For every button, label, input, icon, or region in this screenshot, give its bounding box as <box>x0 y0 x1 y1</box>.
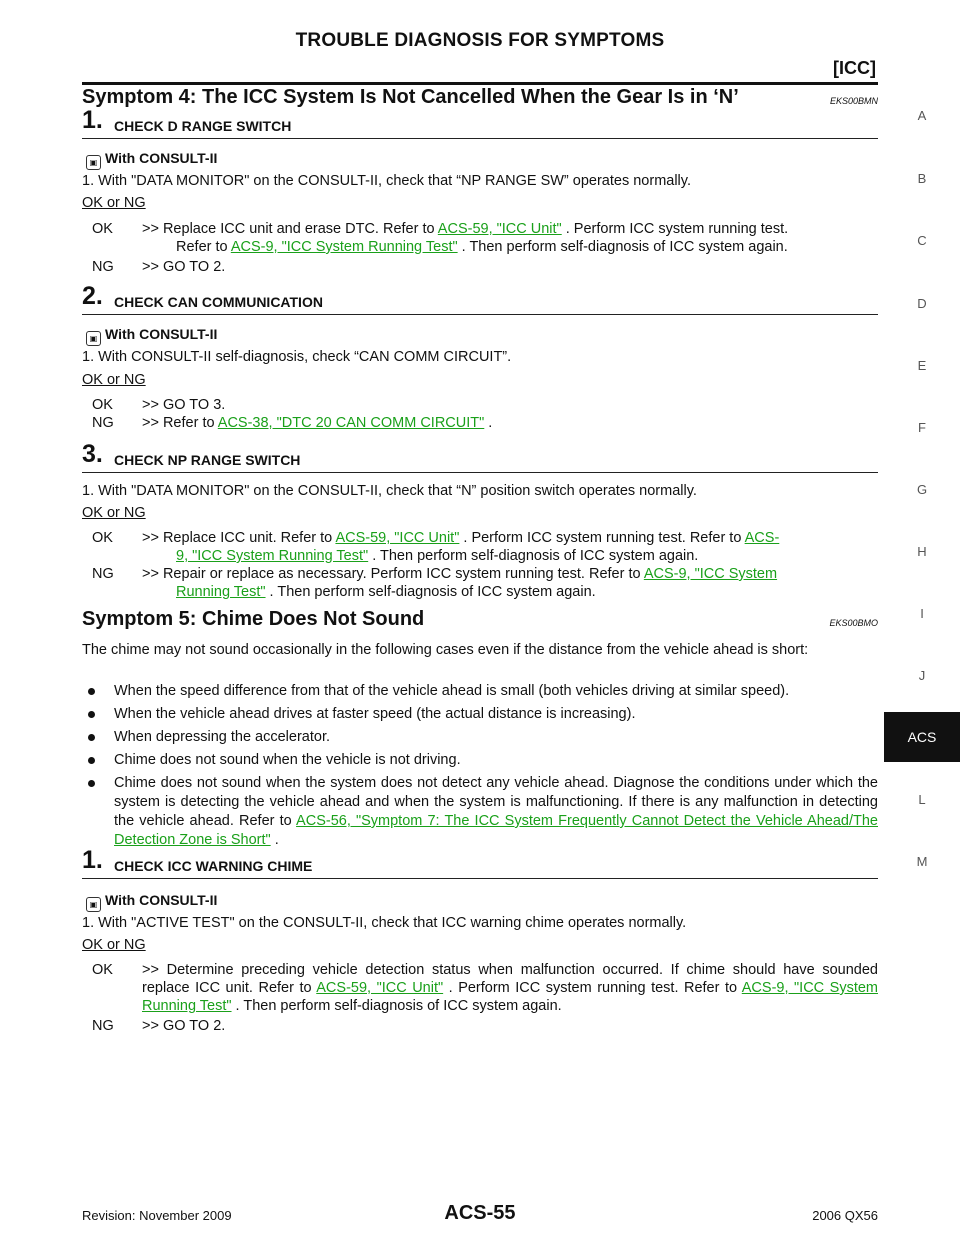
bullet-icon <box>88 688 95 695</box>
link-acs-59[interactable]: ACS-59, "ICC Unit" <box>437 221 562 237</box>
bullet-icon <box>88 734 95 741</box>
consult-icon: ▣ <box>86 897 101 912</box>
consult-label: With CONSULT-II <box>105 150 218 166</box>
consult-note: ▣ With CONSULT-II <box>86 892 217 912</box>
side-index-e[interactable]: E <box>917 358 927 373</box>
result-ok: OK>> Determine preceding vehicle detecti… <box>92 962 878 1014</box>
instruction: 1. With "DATA MONITOR" on the CONSULT-II… <box>82 483 697 499</box>
step-number: 1. <box>82 846 103 874</box>
step-label: CHECK CAN COMMUNICATION <box>114 294 323 310</box>
step-label: CHECK NP RANGE SWITCH <box>114 452 301 468</box>
link-acs-56[interactable]: ACS-56, "Symptom 7: The ICC System Frequ… <box>114 813 878 848</box>
link-acs-9[interactable]: ACS- <box>744 530 780 546</box>
bullet-icon <box>88 757 95 764</box>
link-acs-59[interactable]: ACS-59, "ICC Unit" <box>316 980 444 996</box>
symptom5-ref: EKS00BMO <box>829 618 878 628</box>
side-index-l[interactable]: L <box>918 792 926 807</box>
instruction: 1. With "DATA MONITOR" on the CONSULT-II… <box>82 173 691 189</box>
side-index-c[interactable]: C <box>917 233 927 248</box>
symptom5-title: Symptom 5: Chime Does Not Sound <box>82 608 425 630</box>
result-ok: OK>> Replace ICC unit. Refer to ACS-59, … <box>92 530 780 564</box>
step-number: 1. <box>82 106 103 134</box>
side-index-j[interactable]: J <box>918 668 926 683</box>
section-label: [ICC] <box>833 58 876 78</box>
link-acs-9[interactable]: ACS-9, "ICC System Running Test" <box>142 980 878 1014</box>
link-acs-9[interactable]: ACS-9, "ICC System Running Test" <box>230 239 458 255</box>
ok-or-ng-label: OK or NG <box>82 505 146 521</box>
instruction: 1. With CONSULT-II self-diagnosis, check… <box>82 349 512 365</box>
bullet-item: When the speed difference from that of t… <box>88 682 878 701</box>
step-2-heading: 2. CHECK CAN COMMUNICATION <box>82 282 878 315</box>
step-1-heading: 1. CHECK ICC WARNING CHIME <box>82 846 878 879</box>
link-acs-9-cont[interactable]: Running Test" <box>176 584 266 600</box>
consult-icon: ▣ <box>86 155 101 170</box>
result-ok: OK>> GO TO 3. <box>92 397 226 413</box>
step-1-heading: 1. CHECK D RANGE SWITCH <box>82 106 878 139</box>
side-index-m[interactable]: M <box>916 854 928 869</box>
result-ng: NG>> Repair or replace as necessary. Per… <box>92 566 778 600</box>
side-index-a[interactable]: A <box>917 108 927 123</box>
bullet-icon <box>88 711 95 718</box>
side-index-f[interactable]: F <box>918 420 926 435</box>
side-index-acs-active[interactable]: ACS <box>884 712 960 762</box>
step-label: CHECK ICC WARNING CHIME <box>114 858 313 874</box>
header-rule <box>82 82 878 85</box>
step-number: 2. <box>82 282 103 310</box>
side-index-b[interactable]: B <box>917 171 927 186</box>
side-index-i[interactable]: I <box>920 606 924 621</box>
symptom5-intro: The chime may not sound occasionally in … <box>82 642 809 658</box>
side-index-g[interactable]: G <box>916 482 928 497</box>
link-acs-9[interactable]: ACS-9, "ICC System <box>643 566 778 582</box>
result-ng: NG>> Refer to ACS-38, "DTC 20 CAN COMM C… <box>92 415 493 431</box>
footer-revision: Revision: November 2009 <box>82 1208 232 1223</box>
consult-label: With CONSULT-II <box>105 326 218 342</box>
ok-or-ng-label: OK or NG <box>82 372 146 388</box>
step-3-heading: 3. CHECK NP RANGE SWITCH <box>82 440 878 473</box>
ok-or-ng-label: OK or NG <box>82 937 146 953</box>
bullet-item: Chime does not sound when the vehicle is… <box>88 751 878 770</box>
result-ng: NG>> GO TO 2. <box>92 1018 226 1034</box>
bullet-item: When the vehicle ahead drives at faster … <box>88 705 878 724</box>
bullet-item: Chime does not sound when the system doe… <box>88 774 878 850</box>
side-index-d[interactable]: D <box>917 296 927 311</box>
footer-model: 2006 QX56 <box>812 1208 878 1223</box>
footer-page-number: ACS-55 <box>444 1202 516 1224</box>
consult-note: ▣ With CONSULT-II <box>86 150 217 170</box>
consult-label: With CONSULT-II <box>105 892 218 908</box>
bullet-item: When depressing the accelerator. <box>88 728 878 747</box>
link-acs-38[interactable]: ACS-38, "DTC 20 CAN COMM CIRCUIT" <box>217 415 485 431</box>
side-index-h[interactable]: H <box>917 544 927 559</box>
step-number: 3. <box>82 440 103 468</box>
result-ng: NG>> GO TO 2. <box>92 259 226 275</box>
symptom4-title: Symptom 4: The ICC System Is Not Cancell… <box>82 86 739 108</box>
step-label: CHECK D RANGE SWITCH <box>114 118 292 134</box>
link-acs-59[interactable]: ACS-59, "ICC Unit" <box>335 530 460 546</box>
link-acs-9-cont[interactable]: 9, "ICC System Running Test" <box>176 548 369 564</box>
instruction: 1. With "ACTIVE TEST" on the CONSULT-II,… <box>82 915 687 931</box>
bullet-icon <box>88 780 95 787</box>
symptom4-ref: EKS00BMN <box>829 96 878 106</box>
page-header-title: TROUBLE DIAGNOSIS FOR SYMPTOMS <box>295 30 665 51</box>
consult-note: ▣ With CONSULT-II <box>86 326 217 346</box>
ok-or-ng-label: OK or NG <box>82 195 146 211</box>
result-ok: OK>> Replace ICC unit and erase DTC. Ref… <box>92 221 789 255</box>
consult-icon: ▣ <box>86 331 101 346</box>
